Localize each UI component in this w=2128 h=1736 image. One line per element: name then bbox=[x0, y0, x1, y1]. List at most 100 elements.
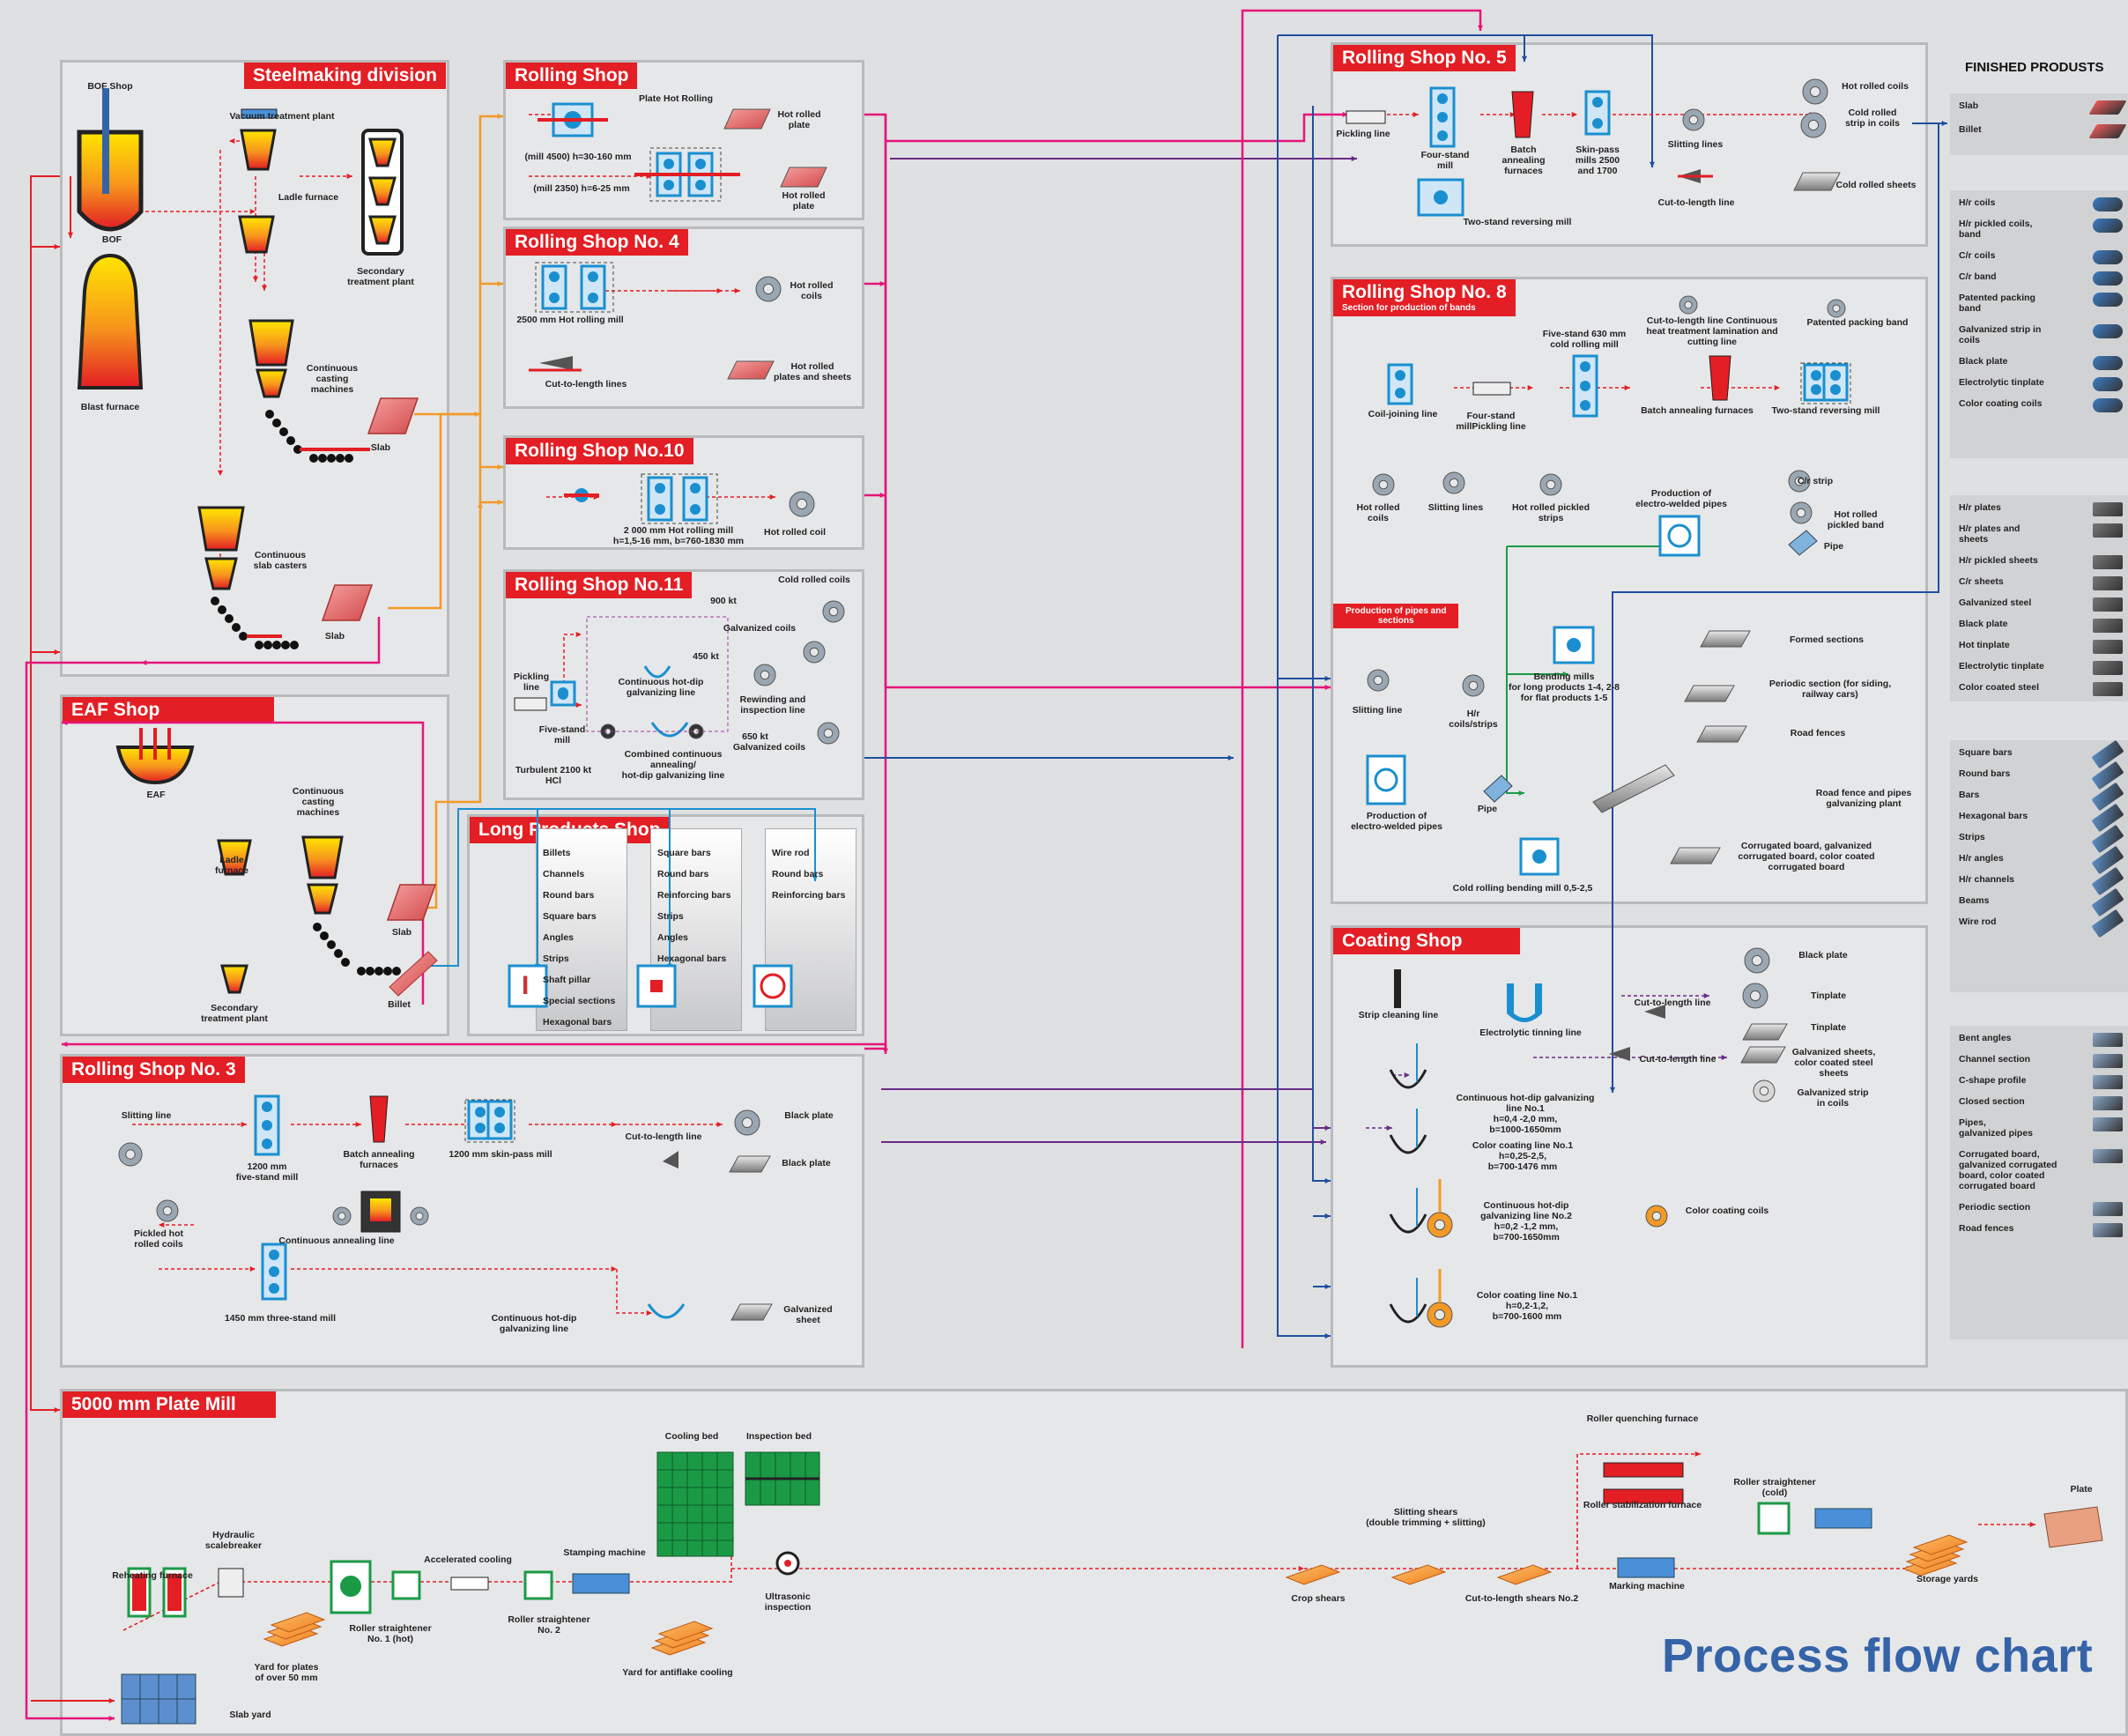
equipment-label: Hot rolled plate bbox=[782, 190, 826, 212]
product-icon bbox=[2091, 803, 2124, 833]
casting-tundish-icon bbox=[248, 319, 294, 367]
panel-subtitle: Section for production of bands bbox=[1342, 303, 1476, 313]
plate-stack-icon bbox=[657, 1621, 714, 1642]
equipment-label: Cold rolled coils bbox=[778, 575, 850, 585]
roll-icon bbox=[1437, 93, 1448, 104]
roll-icon bbox=[1580, 361, 1590, 372]
slab-mold-icon bbox=[204, 557, 238, 590]
long-product-item: Round bars bbox=[772, 869, 824, 879]
rolling-shop-panel: Rolling Shop bbox=[503, 60, 864, 220]
panel-title: Coating Shop bbox=[1333, 928, 1520, 954]
reversing-mill-box bbox=[1800, 362, 1851, 404]
equipment-label: Ultrasonic inspection bbox=[764, 1591, 812, 1614]
roll-icon bbox=[1437, 112, 1448, 122]
finished-product-item: Bars bbox=[1959, 790, 1980, 800]
roll-icon bbox=[1580, 400, 1590, 411]
product-icon bbox=[2091, 866, 2124, 896]
product-icon bbox=[2093, 1223, 2123, 1237]
product-icon bbox=[2093, 398, 2123, 412]
finished-product-item: H/r pickled coils, band bbox=[1959, 219, 2033, 241]
product-icon bbox=[2093, 197, 2123, 211]
equipment-label: Roller straightener No. 2 bbox=[508, 1614, 590, 1636]
finished-product-item: Slab bbox=[1959, 100, 1979, 111]
product-icon bbox=[2093, 1033, 2123, 1047]
arrowhead bbox=[611, 1121, 617, 1128]
arrowhead bbox=[1609, 1087, 1616, 1093]
equipment-label: Combined continuous annealing/ hot-dip g… bbox=[621, 749, 725, 782]
roll-icon bbox=[588, 293, 598, 303]
long-product-item: Wire rod bbox=[772, 848, 810, 858]
equipment-label: Electrolytic tinning line bbox=[1479, 1028, 1582, 1038]
arrowhead bbox=[575, 701, 582, 708]
equipment-label: Black plate bbox=[782, 1158, 831, 1168]
arrowhead bbox=[217, 470, 224, 476]
arrowhead bbox=[769, 493, 775, 501]
caster-roll-icon bbox=[383, 967, 392, 976]
equipment-label: Roller stabilization furnace bbox=[1583, 1500, 1702, 1510]
arrowhead bbox=[497, 464, 503, 471]
equipment-label: Cut-to-length line Continuous heat treat… bbox=[1646, 315, 1778, 348]
caster-roll-icon bbox=[232, 623, 241, 632]
equipment-label: Continuous hot-dip galvanizing line bbox=[618, 677, 704, 699]
caster-roll-icon bbox=[334, 949, 343, 958]
vacuum-icon bbox=[241, 108, 278, 119]
roll-icon bbox=[549, 271, 560, 282]
annealing-icon bbox=[650, 722, 689, 738]
caster-roll-icon bbox=[279, 427, 288, 436]
roll-icon bbox=[1811, 384, 1821, 395]
plate-stack-icon bbox=[270, 1612, 326, 1633]
equipment-label: Cold rolled sheets bbox=[1835, 180, 1917, 190]
panel-title: Rolling Shop No. 3 bbox=[63, 1057, 245, 1083]
roll-icon bbox=[664, 180, 674, 190]
roll-icon bbox=[262, 1102, 272, 1112]
long-product-item: Angles bbox=[657, 932, 689, 943]
mold-icon bbox=[256, 368, 287, 398]
coil-core bbox=[1434, 1219, 1446, 1231]
equipment-label: Galvanized sheet bbox=[783, 1304, 833, 1326]
flow-line bbox=[886, 113, 1348, 143]
arrowhead bbox=[646, 1309, 652, 1317]
arrowhead bbox=[62, 1041, 68, 1048]
coil-core bbox=[1546, 479, 1556, 490]
flow-line bbox=[884, 115, 1331, 689]
arrowhead bbox=[611, 1265, 617, 1272]
plate-mill-panel: 5000 mm Plate Mill bbox=[60, 1389, 2128, 1736]
roll-icon bbox=[494, 1107, 505, 1117]
product-icon bbox=[2093, 271, 2123, 286]
eaf-icon bbox=[115, 746, 195, 785]
arrowhead bbox=[1518, 790, 1524, 797]
equipment-label: Tinplate bbox=[1810, 990, 1847, 1001]
arrowhead bbox=[1324, 675, 1331, 682]
equipment-label: Batch annealing furnaces bbox=[343, 1149, 415, 1171]
coil-core bbox=[1684, 300, 1693, 309]
equipment-label: (mill 2350) h=6-25 mm bbox=[533, 183, 630, 194]
finished-product-item: Closed section bbox=[1959, 1096, 2025, 1107]
flow-line bbox=[1576, 1453, 1701, 1569]
equipment-label: 450 kt bbox=[693, 651, 719, 662]
finished-product-item: H/r plates and sheets bbox=[1959, 523, 2020, 545]
arrowhead bbox=[812, 875, 819, 881]
product-icon bbox=[2093, 1054, 2123, 1068]
equipment-label: Secondary treatment plant bbox=[201, 1003, 268, 1025]
arrowhead bbox=[54, 243, 60, 250]
flow-line bbox=[563, 634, 582, 696]
flow-line bbox=[388, 412, 480, 610]
equipment-label: Galvanized coils bbox=[732, 742, 806, 753]
arrowhead bbox=[1324, 1177, 1331, 1184]
arrowhead bbox=[1298, 1565, 1304, 1572]
equipment-label: 1450 mm three-stand mill bbox=[224, 1313, 337, 1324]
coil-core bbox=[1807, 119, 1820, 131]
finished-product-item: C/r band bbox=[1959, 271, 1997, 282]
arrowhead bbox=[1521, 56, 1528, 62]
product-icon bbox=[2091, 887, 2124, 917]
long-product-item: Billets bbox=[543, 848, 571, 858]
pickling-line-icon bbox=[1472, 382, 1511, 396]
caster-roll-icon bbox=[286, 436, 295, 445]
long-product-item: Reinforcing bars bbox=[772, 890, 846, 901]
equipment-label: Hot rolled pickled strips bbox=[1511, 502, 1590, 524]
marking-machine-icon bbox=[1617, 1557, 1675, 1578]
section-icon bbox=[1700, 630, 1751, 648]
product-icon bbox=[2093, 661, 2123, 675]
long-products-column-1 bbox=[536, 828, 627, 1031]
